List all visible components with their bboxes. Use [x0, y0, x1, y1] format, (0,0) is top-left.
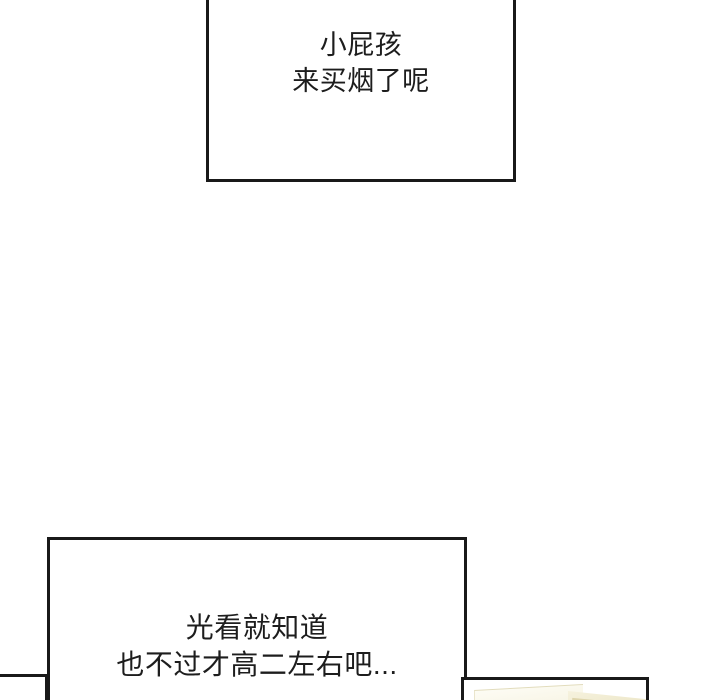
comic-panel-bottom-right — [461, 677, 649, 700]
panel-lower-dialogue-text: 光看就知道 也不过才高二左右吧... — [116, 612, 398, 680]
panel-top-dialogue-text: 小屁孩 来买烟了呢 — [292, 30, 430, 96]
comic-panel-bottom-left — [0, 674, 48, 700]
comic-panel-top: 小屁孩 来买烟了呢 — [206, 0, 516, 182]
panel-artwork-layer — [464, 680, 646, 700]
comic-panel-lower: 光看就知道 也不过才高二左右吧... — [47, 537, 467, 700]
cream-sheet-left-shape — [474, 683, 583, 700]
